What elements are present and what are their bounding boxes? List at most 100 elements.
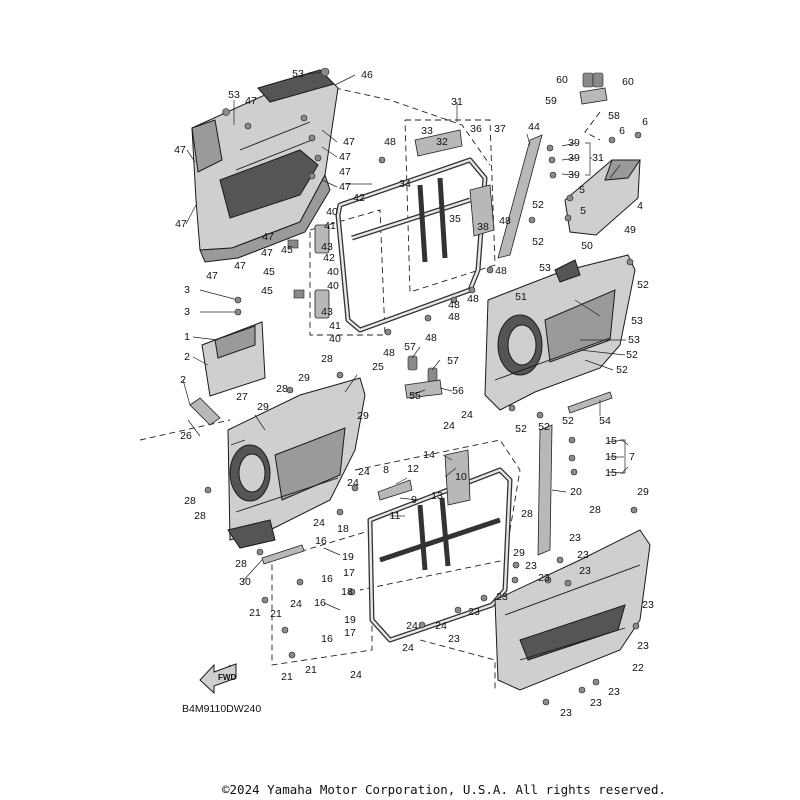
callout-23: 23	[579, 565, 591, 577]
callout-47: 47	[339, 181, 351, 193]
callout-52: 52	[532, 236, 544, 248]
callout-47: 47	[175, 218, 187, 230]
callout-52: 52	[515, 423, 527, 435]
callout-57: 57	[404, 341, 416, 353]
callout-57: 57	[447, 355, 459, 367]
callout-2: 2	[184, 351, 190, 363]
callout-40: 40	[327, 280, 339, 292]
callout-9: 9	[411, 494, 417, 506]
callout-58: 58	[608, 110, 620, 122]
callout-45: 45	[263, 266, 275, 278]
callout-23: 23	[577, 549, 589, 561]
callout-13: 13	[431, 490, 443, 502]
callout-23: 23	[608, 686, 620, 698]
callout-24: 24	[406, 620, 418, 632]
callout-6: 6	[619, 125, 625, 137]
callout-24: 24	[402, 642, 414, 654]
callout-19: 19	[344, 614, 356, 626]
callout-23: 23	[569, 532, 581, 544]
callout-10: 10	[455, 471, 467, 483]
callout-28: 28	[235, 558, 247, 570]
callout-18: 18	[337, 523, 349, 535]
callout-16: 16	[315, 535, 327, 547]
copyright-notice: ©2024 Yamaha Motor Corporation, U.S.A. A…	[222, 782, 666, 797]
fwd-label: FWD	[218, 673, 236, 682]
callout-54: 54	[599, 415, 611, 427]
callout-23: 23	[590, 697, 602, 709]
callout-numbers: 1 2 2 3 3 4 5 5 6 6 7 8 9 10 11 12 13 14…	[174, 68, 654, 719]
callout-42: 42	[353, 192, 365, 204]
callout-24: 24	[347, 477, 359, 489]
callout-48: 48	[499, 215, 511, 227]
callout-52: 52	[637, 279, 649, 291]
callout-52: 52	[532, 199, 544, 211]
callout-37: 37	[494, 123, 506, 135]
callout-47: 47	[339, 166, 351, 178]
callout-26: 26	[180, 430, 192, 442]
callout-25: 25	[372, 361, 384, 373]
callout-53: 53	[539, 262, 551, 274]
callout-47: 47	[234, 260, 246, 272]
callout-3: 3	[184, 284, 190, 296]
callout-49: 49	[624, 224, 636, 236]
callout-22: 22	[632, 662, 644, 674]
callout-40: 40	[327, 266, 339, 278]
callout-29: 29	[637, 486, 649, 498]
callout-34: 34	[399, 178, 411, 190]
callout-28: 28	[276, 383, 288, 395]
callout-14: 14	[423, 449, 435, 461]
callout-11: 11	[390, 510, 401, 522]
callout-48: 48	[425, 332, 437, 344]
callout-47: 47	[206, 270, 218, 282]
callout-23: 23	[560, 707, 572, 719]
callout-43: 43	[321, 306, 333, 318]
callout-48: 48	[448, 299, 460, 311]
callout-48: 48	[448, 311, 460, 323]
bar-44	[497, 134, 543, 259]
bar-54	[567, 391, 613, 414]
callout-51: 51	[515, 291, 527, 303]
callout-43: 43	[321, 241, 333, 253]
callout-18: 18	[341, 586, 353, 598]
callout-15: 15	[605, 451, 617, 463]
callout-29: 29	[257, 401, 269, 413]
callout-41: 41	[329, 320, 341, 332]
callout-53: 53	[631, 315, 643, 327]
callout-28: 28	[194, 510, 206, 522]
callout-29: 29	[298, 372, 310, 384]
callout-15: 15	[605, 467, 617, 479]
callout-47: 47	[245, 95, 257, 107]
grouping-lines	[139, 87, 601, 690]
callout-53: 53	[228, 89, 240, 101]
callout-52: 52	[538, 421, 550, 433]
bar-20	[537, 424, 553, 556]
callout-28: 28	[321, 353, 333, 365]
callout-30: 30	[239, 576, 251, 588]
callout-38: 38	[477, 221, 489, 233]
callout-5: 5	[580, 205, 586, 217]
callout-39: 39	[568, 152, 580, 164]
callout-60: 60	[622, 76, 634, 88]
callout-48: 48	[384, 136, 396, 148]
diagram-code: B4M9110DW240	[182, 703, 261, 715]
callout-28: 28	[589, 504, 601, 516]
callout-47: 47	[262, 231, 274, 243]
callout-52: 52	[616, 364, 628, 376]
callout-24: 24	[461, 409, 473, 421]
callout-28: 28	[184, 495, 196, 507]
callout-4: 4	[637, 200, 643, 212]
fasteners	[204, 67, 642, 706]
callout-53: 53	[292, 68, 304, 80]
callout-52: 52	[562, 415, 574, 427]
callout-31: 31	[592, 152, 604, 164]
fwd-arrow: FWD	[199, 663, 237, 695]
callout-48: 48	[467, 293, 479, 305]
callout-35: 35	[449, 213, 461, 225]
callout-47: 47	[174, 144, 186, 156]
callout-8: 8	[383, 464, 389, 476]
callout-44: 44	[528, 121, 540, 133]
callout-24: 24	[358, 466, 370, 478]
callout-23: 23	[468, 606, 480, 618]
callout-17: 17	[344, 627, 356, 639]
callout-16: 16	[314, 597, 326, 609]
